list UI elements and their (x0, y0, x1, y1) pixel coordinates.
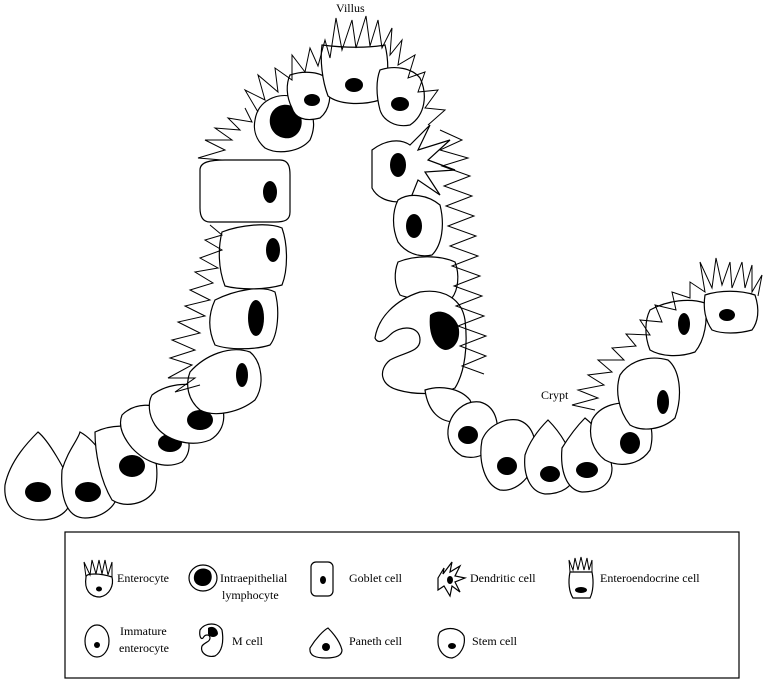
microvilli (197, 107, 253, 161)
nucleus (540, 466, 560, 482)
nucleus (263, 181, 277, 203)
nucleus (25, 482, 51, 502)
enterocyte-icon (83, 559, 114, 598)
nucleus (390, 153, 406, 177)
microvilli (243, 15, 447, 126)
enteroendocrine-cell-icon (568, 556, 594, 599)
legend-immature-label-1: Immature (120, 624, 167, 638)
nucleus (678, 313, 690, 335)
dendritic-cell (371, 124, 456, 203)
nucleus (719, 309, 735, 321)
legend-enteroendocrine-label: Enteroendocrine cell (600, 571, 700, 585)
nucleus (391, 97, 409, 111)
enterocyte (645, 299, 707, 357)
legend-box (64, 531, 740, 679)
paneth-cell-icon (309, 627, 343, 659)
nucleus (620, 432, 640, 454)
enterocyte (376, 67, 425, 127)
enterocyte (209, 288, 279, 350)
crypt-cells (447, 257, 763, 495)
left-villus-wall (167, 107, 291, 415)
legend-dendritic-label: Dendritic cell (470, 571, 536, 585)
legend-stem-label: Stem cell (472, 634, 518, 648)
villus-label: Villus (336, 1, 365, 15)
goblet-cell (199, 159, 291, 223)
nucleus (187, 410, 213, 430)
villus-top-cells (243, 15, 447, 153)
nucleus (497, 457, 517, 475)
nucleus (75, 482, 101, 502)
legend: Enterocyte Intraepithelial lymphocyte Go… (64, 531, 740, 679)
legend-iel-label-2: lymphocyte (222, 588, 279, 602)
nucleus (119, 455, 145, 477)
goblet-cell-icon (310, 561, 334, 597)
legend-iel-label-1: Intraepithelial (220, 571, 288, 585)
stem-cell-icon (437, 627, 465, 659)
legend-enterocyte-label: Enterocyte (117, 571, 169, 585)
nucleus (236, 363, 248, 387)
legend-immature-label-2: enterocyte (119, 641, 169, 655)
microvilli (438, 129, 488, 375)
immature-enterocyte (617, 357, 681, 430)
nucleus (345, 78, 363, 92)
m-cell-icon (199, 623, 224, 657)
nucleus (576, 462, 598, 478)
microvilli (167, 224, 224, 393)
microvilli (571, 257, 763, 411)
left-base-cells (4, 383, 225, 521)
nucleus (266, 238, 280, 262)
nucleus (406, 214, 422, 238)
nucleus (248, 300, 264, 336)
crypt-label: Crypt (541, 388, 569, 402)
dendritic-cell-icon (437, 561, 468, 598)
enterocyte (187, 349, 262, 415)
immature-enterocyte-icon (84, 624, 110, 658)
nucleus (304, 94, 320, 106)
lymphocyte-icon (188, 564, 218, 592)
nucleus (458, 426, 478, 444)
legend-goblet-label: Goblet cell (349, 571, 403, 585)
right-villus-wall (371, 124, 488, 423)
legend-paneth-label: Paneth cell (349, 634, 403, 648)
legend-mcell-label: M cell (232, 634, 264, 648)
nucleus (657, 390, 669, 414)
